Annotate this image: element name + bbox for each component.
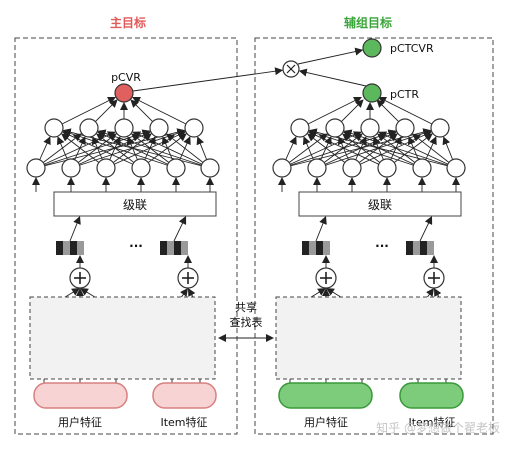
pcvr-to-multiply-edge (132, 67, 284, 92)
right-user-embedding-strip (323, 241, 330, 255)
left-hidden-node (79, 118, 99, 138)
left-input-node (26, 158, 46, 178)
right-edge-hidden1 (378, 131, 457, 169)
left-user-embedding-strip (56, 241, 63, 255)
right-input-node (446, 158, 466, 178)
right-ellipsis: ... (375, 236, 389, 250)
right-hidden-node (395, 118, 415, 138)
right-hidden-node (325, 118, 345, 138)
left-concat-box (53, 191, 217, 217)
left-user-embedding-strip (77, 241, 84, 255)
left-user-embedding-strip (70, 241, 77, 255)
left-hidden-node (114, 118, 134, 138)
right-panel (254, 37, 494, 435)
right-user-embedding-strip (302, 241, 309, 255)
left-item-feature-group (152, 382, 217, 409)
right-input-node (377, 158, 397, 178)
left-embedding-region (29, 296, 216, 380)
left-item-embedding-strip (167, 241, 174, 255)
right-edge-hidden1 (308, 129, 423, 169)
shared-lookup-line1: 共享 (235, 300, 257, 314)
right-concat-label: 级联 (368, 198, 392, 212)
right-embedding-region (275, 296, 462, 380)
left-edge-hidden1 (132, 131, 211, 169)
left-user-feature-label: 用户特征 (58, 415, 102, 429)
right-hidden-node (430, 118, 450, 138)
shared-lookup-line2: 查找表 (230, 315, 263, 329)
left-hidden-node (184, 118, 204, 138)
left-input-node (96, 158, 116, 178)
left-concat-label: 级联 (123, 198, 147, 212)
right-item-embedding-strip (427, 241, 434, 255)
pctr-to-multiply-edge (298, 68, 367, 87)
right-edge-strip-to-concat (315, 216, 327, 242)
right-hidden-node (360, 118, 380, 138)
left-item-embedding-strip (181, 241, 188, 255)
left-panel (14, 37, 238, 435)
left-user-feature-group (33, 382, 128, 409)
left-edge-hidden1 (97, 129, 211, 169)
pctcvr-node (362, 38, 382, 58)
right-edge-hidden2 (378, 97, 441, 129)
pctr-node (362, 83, 382, 103)
right-edge-hidden1 (343, 129, 457, 169)
pctcvr-label: pCTCVR (390, 42, 434, 55)
left-edge-hidden2 (132, 97, 195, 129)
left-item-embedding-strip (160, 241, 167, 255)
left-input-node (131, 158, 151, 178)
right-input-node (412, 158, 432, 178)
pcvr-node (114, 83, 134, 103)
left-ellipsis: ... (129, 236, 143, 250)
right-panel-title: 辅组目标 (344, 15, 392, 30)
left-hidden-node (44, 118, 64, 138)
left-item-embedding-strip (174, 241, 181, 255)
left-edge-strip-to-concat (69, 216, 81, 242)
left-panel-title: 主目标 (110, 15, 146, 30)
left-input-node (61, 158, 81, 178)
left-input-node (166, 158, 186, 178)
watermark: 知乎 @梦想做个翟老板 (376, 420, 500, 435)
right-item-feature-group (399, 382, 464, 409)
multiply-icon-stroke (286, 64, 296, 74)
left-edge-hidden1 (97, 131, 177, 169)
multiply-to-pctcvr-edge (297, 47, 364, 65)
right-concat-box (298, 191, 462, 217)
right-edge-hidden2 (299, 97, 362, 129)
left-edge-strip-to-concat (173, 215, 187, 242)
right-input-node (307, 158, 327, 178)
left-hidden-node (149, 118, 169, 138)
right-input-node (272, 158, 292, 178)
left-input-node (200, 158, 220, 178)
right-user-embedding-strip (316, 241, 323, 255)
left-user-embedding-strip (63, 241, 70, 255)
right-input-node (342, 158, 362, 178)
left-edge-hidden1 (62, 131, 142, 169)
left-edge-hidden2 (53, 97, 116, 129)
right-item-embedding-strip (406, 241, 413, 255)
right-item-feature-label: Item特征 (408, 415, 455, 429)
pctr-label: pCTR (390, 88, 419, 101)
left-edge-hidden1 (62, 129, 177, 169)
right-edge-hidden1 (343, 131, 423, 169)
right-item-embedding-strip (413, 241, 420, 255)
right-edge-hidden1 (308, 131, 388, 169)
left-item-feature-label: Item特征 (160, 415, 207, 429)
right-user-feature-label: 用户特征 (304, 415, 348, 429)
pcvr-label: pCVR (111, 71, 141, 84)
right-user-embedding-strip (309, 241, 316, 255)
right-hidden-node (290, 118, 310, 138)
right-edge-strip-to-concat (419, 215, 433, 242)
right-user-feature-group (278, 382, 373, 409)
right-item-embedding-strip (420, 241, 427, 255)
